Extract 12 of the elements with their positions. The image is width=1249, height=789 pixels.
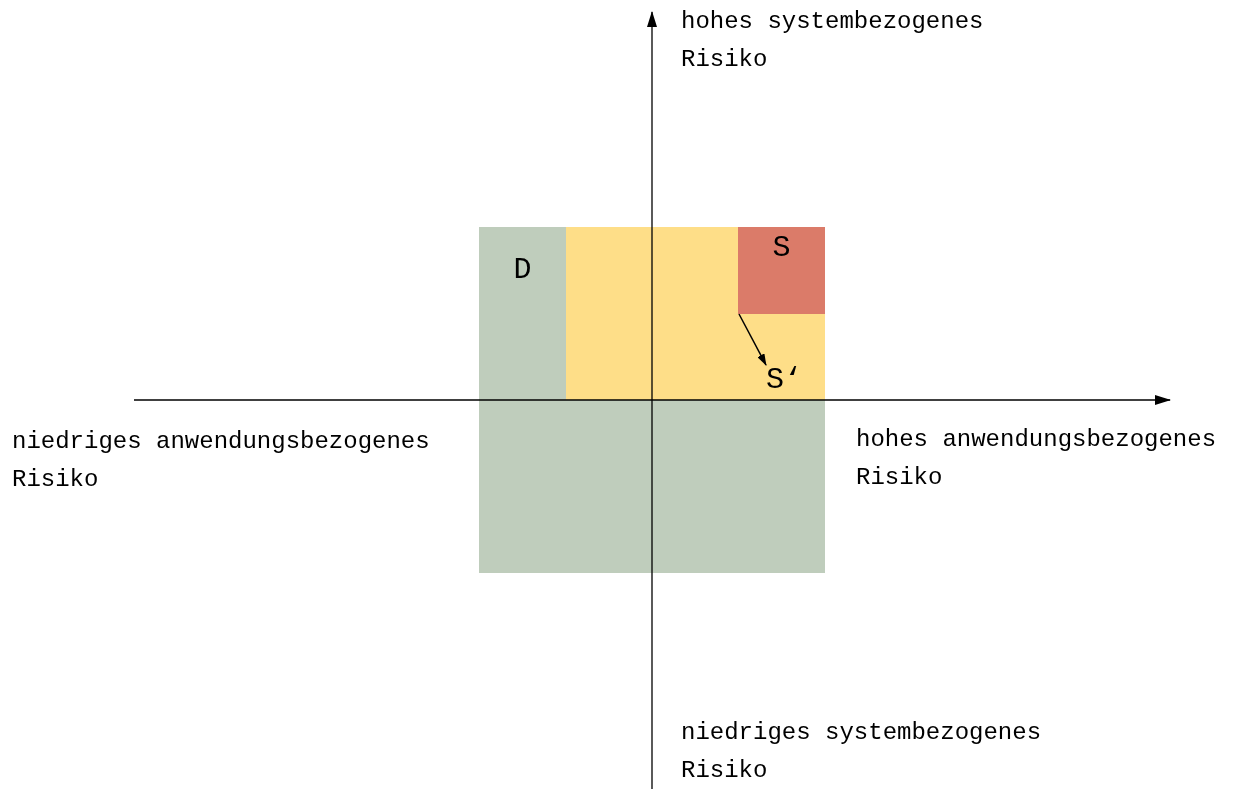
area-label: S bbox=[772, 231, 791, 265]
axis-label: hohes systembezogenes Risiko bbox=[681, 7, 985, 75]
axis-label: hohes anwendungsbezogenes Risiko bbox=[856, 425, 1218, 493]
axis-label: niedriges anwendungsbezogenes Risiko bbox=[12, 427, 431, 495]
axis-label: niedriges systembezogenes Risiko bbox=[681, 718, 1043, 786]
risk-area bbox=[738, 227, 825, 314]
area-label: D bbox=[513, 253, 532, 287]
risk-area bbox=[479, 227, 566, 400]
arrow bbox=[738, 313, 767, 366]
risk-area bbox=[566, 227, 825, 400]
risk-area bbox=[479, 400, 825, 573]
point-label: S‘ bbox=[766, 363, 802, 397]
